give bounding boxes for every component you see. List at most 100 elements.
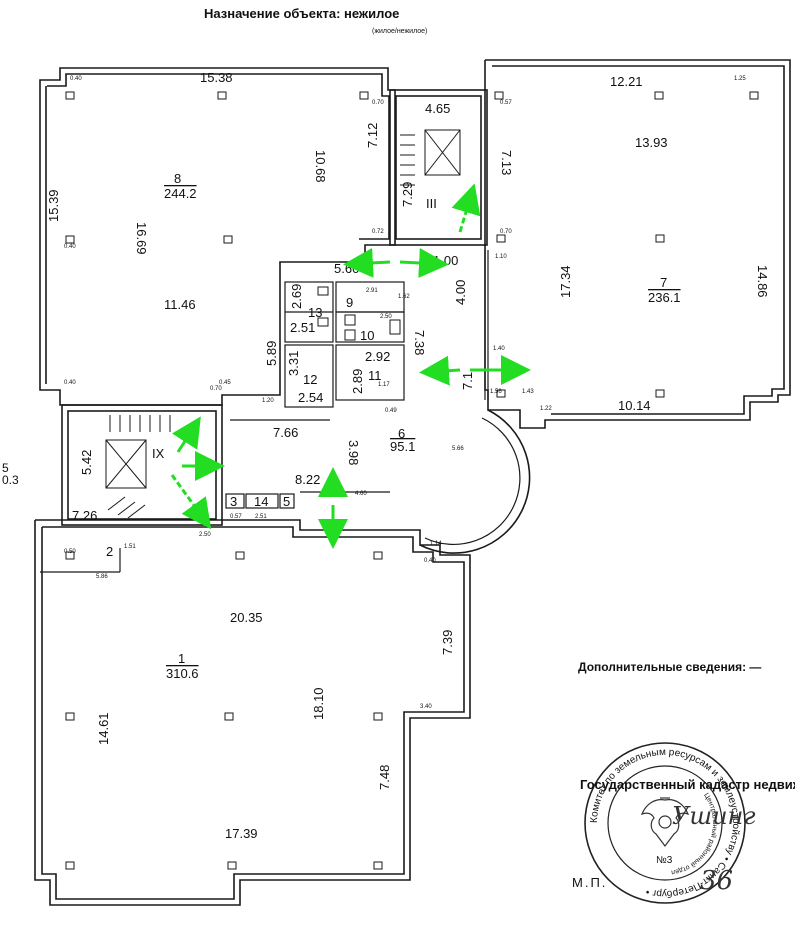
wall-room-3 — [225, 493, 245, 509]
small-label-3: 0.72 — [372, 229, 384, 235]
room-labels: 8 244.2 7 236.1 6 95.1 1 310.6 2 3 14 5 … — [106, 171, 681, 681]
mp-number: 36 — [700, 866, 734, 896]
stair-III-drawing — [400, 129, 461, 186]
elevator-III — [424, 129, 461, 176]
official-stamp: Комитет по земельным ресурсам и землеуст… — [584, 742, 746, 904]
small-label-11: 0.40 — [64, 244, 76, 250]
arrow-down-stair-ix — [170, 474, 212, 530]
small-label-7: 0.49 — [385, 408, 397, 414]
room-number-11: 11 — [368, 368, 382, 383]
dim-1: 10.68 — [313, 150, 328, 183]
room-area-1: 310.6 — [166, 666, 199, 681]
wall-room-7-inner — [492, 65, 785, 415]
wall-rotunda — [419, 409, 531, 554]
room-number-12: 12 — [303, 372, 317, 387]
small-label-31: 5.66 — [452, 446, 464, 452]
additional-info-label: Дополнительные сведения: — — [578, 660, 762, 674]
small-label-15: 1.51 — [124, 544, 136, 550]
mp-label: М.П. — [572, 875, 608, 890]
dim-9: 12.21 — [610, 74, 643, 89]
dim-26: 3.98 — [346, 440, 361, 465]
small-label-8: 1.56 — [490, 389, 502, 395]
small-label-25: 1.17 — [378, 382, 390, 388]
dim-25: 7.66 — [273, 425, 298, 440]
dim-13: 10.14 — [618, 398, 651, 413]
dim-11: 17.34 — [558, 265, 573, 298]
room-number-3: 3 — [230, 494, 237, 509]
small-label-23: 1.62 — [398, 294, 410, 300]
room-number-9: 9 — [346, 295, 353, 310]
small-label-16: 2.50 — [199, 532, 211, 538]
small-label-13: 4.60 — [355, 491, 367, 497]
small-label-30: 1.20 — [262, 398, 274, 404]
small-label-28: 1.25 — [734, 76, 746, 82]
small-label-0: 0.40 — [70, 76, 82, 82]
small-label-14: 2.51 — [255, 514, 267, 520]
dim-22: 2.92 — [365, 349, 390, 364]
dim-30: 20.35 — [230, 610, 263, 625]
small-label-5: 1.10 — [495, 254, 507, 260]
room-number-2: 2 — [106, 544, 113, 559]
margin-mark: 5 0.3 — [2, 462, 19, 486]
dim-15: 1.00 — [433, 253, 458, 268]
wall-room-8-inner — [47, 73, 390, 240]
arrow-right-stair-iii — [399, 247, 449, 278]
wall-stair-III — [389, 89, 488, 246]
elevator-IX — [105, 439, 147, 489]
dim-33: 18.10 — [311, 687, 326, 720]
small-label-19: 0.40 — [424, 558, 436, 564]
dim-5: 7.12 — [365, 123, 380, 148]
wall-room-11 — [335, 344, 405, 401]
dim-28: 5.42 — [79, 450, 94, 475]
wall-stair-III-inner — [395, 95, 482, 240]
stair-IX-drawing — [105, 415, 171, 519]
small-label-27: 0.45 — [219, 380, 231, 386]
room-number-IX: IX — [152, 446, 165, 461]
dim-36: 7.1 — [460, 372, 475, 390]
dim-4: 11.46 — [164, 297, 196, 312]
wall-room-8 — [39, 67, 396, 406]
toilet-fixtures — [317, 286, 401, 341]
room-number-14: 14 — [254, 494, 268, 509]
wall-room-10 — [335, 311, 405, 343]
arrow-up-stair-iii — [451, 183, 481, 233]
small-label-20: 1.14 — [430, 541, 442, 547]
column-markers — [65, 91, 759, 870]
margin-mark-top: 5 — [2, 461, 9, 475]
margin-mark-bottom: 0.3 — [2, 473, 19, 487]
small-label-6: 1.40 — [493, 346, 505, 352]
room-number-5: 5 — [283, 494, 290, 509]
dim-10: 13.93 — [635, 135, 668, 150]
dim-12: 14.86 — [755, 265, 770, 298]
wall-room-1 — [34, 519, 471, 906]
room-area-6: 95.1 — [390, 439, 415, 454]
dim-32: 14.61 — [96, 712, 111, 745]
room-number-1: 1 — [178, 651, 185, 666]
object-purpose-title: Назначение объекта: нежилое — [204, 6, 400, 21]
dim-3: 15.39 — [46, 189, 61, 222]
wall-room-14 — [245, 493, 279, 509]
dim-24: 2.54 — [298, 390, 323, 405]
small-label-29: 0.70 — [210, 386, 222, 392]
dim-19: 7.38 — [412, 330, 427, 355]
room-number-10: 10 — [360, 328, 374, 343]
dim-34: 7.48 — [377, 765, 392, 790]
small-label-18: 5.86 — [96, 574, 108, 580]
small-label-22: 2.91 — [366, 288, 378, 294]
arrow-left-stair-iii — [343, 247, 391, 278]
small-label-26: 0.57 — [230, 514, 242, 520]
dim-18: 2.51 — [290, 320, 315, 335]
object-purpose-subtitle: (жилое/нежилое) — [372, 28, 428, 35]
dim-31: 7.39 — [440, 630, 455, 655]
small-label-9: 1.43 — [522, 389, 534, 395]
wall-room-7 — [484, 59, 791, 429]
small-label-12: 0.40 — [64, 380, 76, 386]
room-number-III: III — [426, 196, 437, 211]
dim-23: 2.89 — [350, 369, 365, 394]
small-label-2: 0.57 — [500, 100, 512, 106]
dim-16: 4.00 — [453, 280, 468, 305]
dim-8: 7.13 — [499, 150, 514, 175]
dim-21: 3.31 — [286, 351, 301, 376]
dim-27: 8.22 — [295, 472, 320, 487]
